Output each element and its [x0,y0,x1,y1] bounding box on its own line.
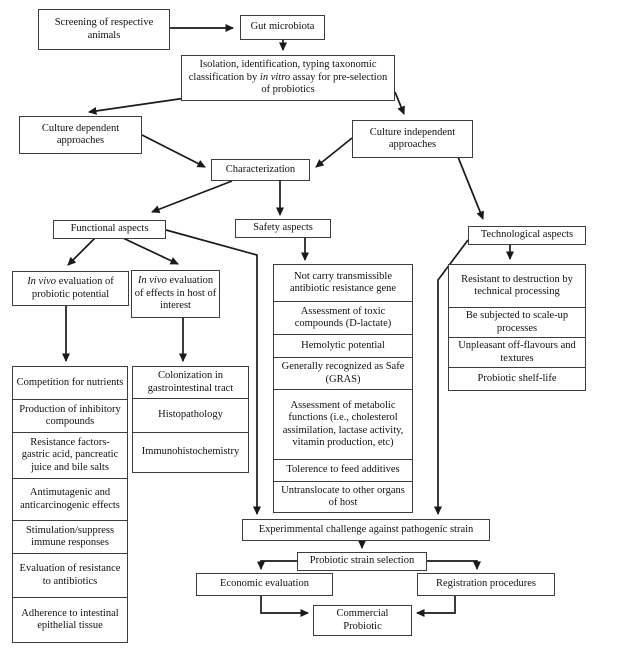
cell-label: Resistance factors- gastric acid, pancre… [21,436,119,473]
node-label: Gut microbiota [250,21,315,33]
cell-label: Unpleasant off-flavours and textures [458,340,576,364]
node-safety-aspects: Safety aspects [235,219,331,238]
cell-label: Colonization in gastrointestinal tract [147,370,234,394]
safety-criterion: Assessment of toxic compounds (D-lactate… [273,301,413,335]
node-technological-aspects: Technological aspects [468,226,586,245]
node-label: Screening of respective animals [54,17,154,41]
node-label: assay for pre-selection of probiotics [261,71,388,96]
functional-criterion: Stimulation/suppress immune responses [12,520,128,554]
cell-label: Untranslocate to other organs of host [281,484,405,508]
technological-criterion: Be subjected to scale-up processes [448,307,586,338]
node-label: Technological aspects [480,229,574,241]
functional-criterion: Adherence to intestinal epithelial tissu… [12,597,128,643]
node-registration-procedures: Registration procedures [417,573,555,596]
node-characterization: Characterization [211,159,310,181]
node-in-vivo-host-effects: In vivo evaluation of effects in host of… [131,270,220,318]
node-label: Registration procedures [435,578,536,590]
node-gut-microbiota: Gut microbiota [240,15,325,40]
cell-label: Competition for nutrients [16,376,124,388]
node-commercial-probiotic: Commercial Probiotic [313,605,412,636]
safety-criterion: Untranslocate to other organs of host [273,481,413,513]
node-label: Probiotic strain selection [309,555,415,567]
safety-criterion: Assessment of metabolic functions (i.e.,… [273,389,413,460]
node-label: evaluation of probiotic potential [31,276,114,300]
node-label: evaluation of effects in host of interes… [134,275,217,312]
cell-label: Tolerence to feed additives [286,464,400,476]
node-isolation-identification: Isolation, identification, typing taxono… [181,55,395,101]
node-label: Economic evaluation [220,578,309,590]
node-functional-aspects: Functional aspects [53,220,166,239]
technological-criterion: Probiotic shelf-life [448,367,586,391]
node-in-vivo-probiotic-potential: In vivo evaluation of probiotic potentia… [12,271,129,306]
node-culture-independent: Culture independent approaches [352,120,473,158]
cell-label: Be subjected to scale-up processes [465,310,569,334]
cell-label: Adherence to intestinal epithelial tissu… [21,607,119,631]
cell-label: Production of inhibitory compounds [19,403,121,427]
in-vivo-italic: In vivo [137,275,167,287]
node-probiotic-strain-selection: Probiotic strain selection [297,552,427,571]
cell-label: Stimulation/suppress immune responses [25,524,115,548]
host-effect-criterion: Colonization in gastrointestinal tract [132,366,249,399]
technological-criterion: Unpleasant off-flavours and textures [448,337,586,368]
host-effect-criterion: Histopathology [132,398,249,433]
in-vivo-italic: In vivo [27,276,57,288]
functional-criterion: Production of inhibitory compounds [12,399,128,433]
cell-label: Antimutagenic and anticarcinogenic effec… [20,487,120,511]
cell-label: Assessment of metabolic functions (i.e.,… [282,399,404,448]
node-label: Functional aspects [70,223,149,235]
cell-label: Resistant to destruction by technical pr… [461,273,573,297]
host-effect-criterion: Immunohistochemistry [132,432,249,473]
functional-criterion: Resistance factors- gastric acid, pancre… [12,432,128,479]
node-culture-dependent: Culture dependent approaches [19,116,142,154]
node-label: Characterization [225,163,296,175]
node-label: Commercial Probiotic [336,608,389,632]
cell-label: Hemolytic potential [301,339,385,351]
node-label: Culture independent approaches [369,126,456,150]
functional-criterion: Antimutagenic and anticarcinogenic effec… [12,478,128,521]
cell-label: Histopathology [158,409,223,421]
safety-criterion: Hemolytic potential [273,334,413,358]
cell-label: Probiotic shelf-life [477,372,557,384]
safety-criterion: Generally recognized as Safe (GRAS) [273,357,413,390]
cell-label: Immunohistochemistry [141,446,240,458]
cell-label: Generally recognized as Safe (GRAS) [281,361,405,385]
node-label: Isolation, identification, typing taxono… [188,59,377,83]
node-experimental-challenge: Experimmental challenge against pathogen… [242,519,490,541]
safety-criterion: Tolerence to feed additives [273,459,413,482]
node-label: Experimmental challenge against pathogen… [258,523,474,535]
node-label: Safety aspects [253,222,313,234]
technological-criterion: Resistant to destruction by technical pr… [448,264,586,308]
functional-criterion: Competition for nutrients [12,366,128,400]
cell-label: Not carry transmissible antibiotic resis… [289,270,397,294]
safety-criterion: Not carry transmissible antibiotic resis… [273,264,413,302]
node-economic-evaluation: Economic evaluation [196,573,333,596]
functional-criterion: Evaluation of resistance to antibiotics [12,553,128,598]
in-vitro-italic: in vitro [259,71,291,83]
node-screening-animals: Screening of respective animals [38,9,170,50]
cell-label: Evaluation of resistance to antibiotics [19,563,121,587]
cell-label: Assessment of toxic compounds (D-lactate… [294,305,392,329]
node-label: Culture dependent approaches [41,122,120,146]
